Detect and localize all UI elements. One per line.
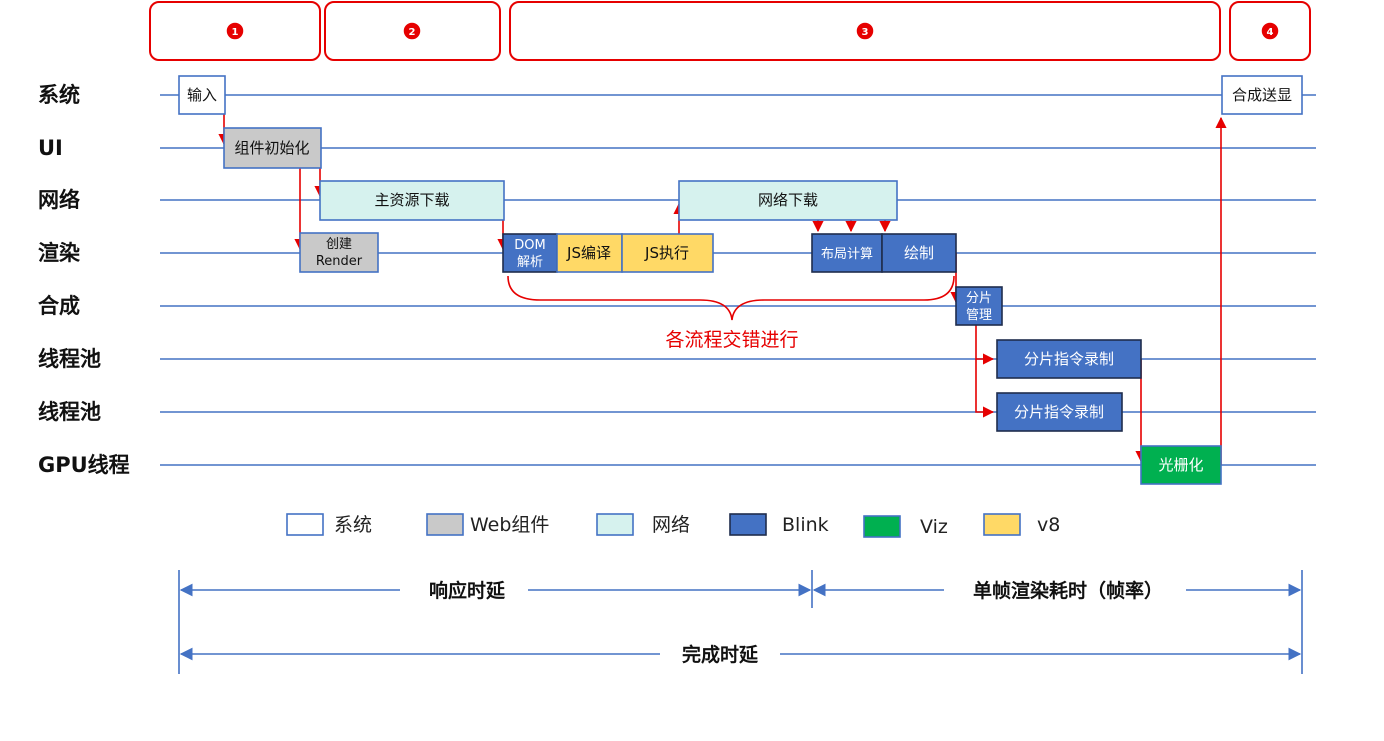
box-layout xyxy=(811,233,883,273)
box-js-compile-label: JS编译 xyxy=(566,244,611,262)
box-main-download xyxy=(319,180,505,221)
legend-label-network: 网络 xyxy=(652,514,690,536)
box-js-exec-label: JS执行 xyxy=(644,244,689,262)
dim-label-frame: 单帧渲染耗时（帧率） xyxy=(973,579,1163,602)
legend: 系统 Web组件 网络 Blink Viz v8 xyxy=(286,513,1060,538)
lane-label-gpu: GPU线程 xyxy=(38,453,130,477)
legend-swatch-v8 xyxy=(983,513,1021,536)
box-input xyxy=(178,75,226,115)
stage-badge-3 xyxy=(855,21,875,41)
box-dom-parse-line2: 解析 xyxy=(517,255,543,270)
stage-box-2 xyxy=(324,1,501,61)
stage-headers: 1 2 3 4 xyxy=(149,1,1311,61)
legend-swatch-blink xyxy=(729,513,767,536)
legend-swatch-viz xyxy=(863,515,901,538)
box-paint-label: 绘制 xyxy=(904,244,934,262)
stage-badge-2-text: 2 xyxy=(409,27,416,38)
box-js-compile xyxy=(556,233,623,273)
stage-badge-2 xyxy=(402,21,422,41)
box-layout-label: 布局计算 xyxy=(821,247,873,262)
box-tile-record-2 xyxy=(996,392,1123,432)
legend-label-web: Web组件 xyxy=(470,514,549,536)
stage-badge-1-text: 1 xyxy=(232,27,239,38)
stage-badge-4 xyxy=(1260,21,1280,41)
dimension-lines xyxy=(178,570,1303,674)
box-dom-parse-line1: DOM xyxy=(514,238,545,253)
interleave-annotation: 各流程交错进行 xyxy=(665,329,798,351)
box-ui-init-label: 组件初始化 xyxy=(234,139,309,157)
arrow-tile-to-record-1 xyxy=(975,325,995,365)
lane-label-network: 网络 xyxy=(38,188,80,212)
interleave-brace xyxy=(507,275,955,321)
dim-label-response: 响应时延 xyxy=(429,579,506,602)
box-ui-init xyxy=(223,127,322,169)
stage-badge-3-text: 3 xyxy=(862,27,869,38)
legend-swatch-web xyxy=(426,513,464,536)
lane-label-composite: 合成 xyxy=(38,294,80,318)
arrow-tile-to-record-2 xyxy=(975,359,995,418)
box-composite-display xyxy=(1221,75,1303,115)
box-tile-record-2-label: 分片指令录制 xyxy=(1014,403,1104,421)
dim-label-complete: 完成时延 xyxy=(682,643,759,666)
stage-badge-4-text: 4 xyxy=(1267,27,1274,38)
box-paint xyxy=(881,233,957,273)
box-create-render xyxy=(299,232,379,273)
box-composite-display-label: 合成送显 xyxy=(1232,86,1292,104)
legend-swatch-network xyxy=(596,513,634,536)
box-raster xyxy=(1140,445,1222,485)
box-main-download-label: 主资源下载 xyxy=(374,191,449,209)
lane-label-render: 渲染 xyxy=(38,241,80,265)
legend-swatch-system xyxy=(286,513,324,536)
stage-box-3 xyxy=(509,1,1221,61)
box-tile-manage-line2: 管理 xyxy=(966,308,992,323)
legend-label-viz: Viz xyxy=(920,516,948,538)
lane-label-threadpool-2: 线程池 xyxy=(38,400,101,424)
box-tile-record-1-label: 分片指令录制 xyxy=(1024,350,1114,368)
stage-badge-1 xyxy=(225,21,245,41)
lane-label-threadpool-1: 线程池 xyxy=(38,347,101,371)
legend-label-blink: Blink xyxy=(782,514,829,536)
box-raster-label: 光栅化 xyxy=(1158,456,1203,474)
box-create-render-line1: 创建 xyxy=(326,237,352,252)
box-js-exec xyxy=(621,233,714,273)
box-create-render-line2: Render xyxy=(316,254,363,269)
box-net-download-label: 网络下载 xyxy=(758,191,818,209)
box-tile-record-1 xyxy=(996,339,1142,379)
box-tile-manage-line1: 分片 xyxy=(966,291,992,306)
box-net-download xyxy=(678,180,898,221)
lane-labels: 系统 UI 网络 渲染 合成 线程池 线程池 GPU线程 xyxy=(38,83,130,477)
legend-label-v8: v8 xyxy=(1037,514,1060,536)
legend-label-system: 系统 xyxy=(334,514,372,536)
box-input-label: 输入 xyxy=(187,86,217,104)
lane-lines xyxy=(160,94,1316,466)
stage-box-4 xyxy=(1229,1,1311,61)
box-tile-manage xyxy=(955,286,1003,326)
lane-label-system: 系统 xyxy=(38,83,80,107)
lane-label-ui: UI xyxy=(38,136,63,160)
stage-box-1 xyxy=(149,1,321,61)
process-boxes: 输入 组件初始化 主资源下载 创建 Render DOM 解析 JS编译 JS执… xyxy=(178,75,1303,485)
